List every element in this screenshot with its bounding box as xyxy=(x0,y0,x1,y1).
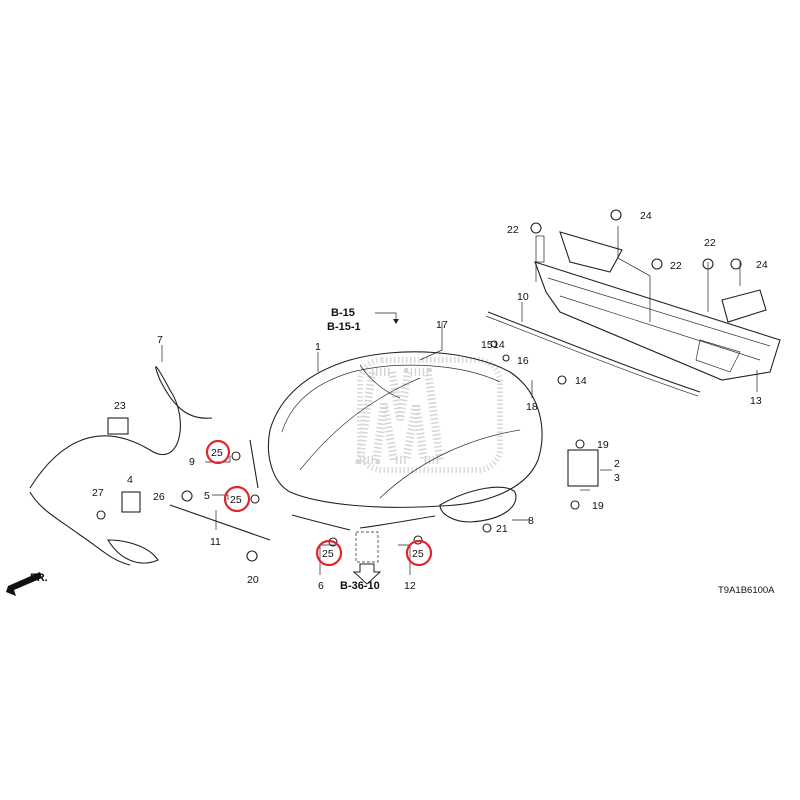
callout-13: 13 xyxy=(750,395,762,407)
callout-20: 20 xyxy=(247,574,259,586)
honda-watermark xyxy=(355,357,503,473)
callout-1: 1 xyxy=(315,341,321,353)
callout-14a: 14 xyxy=(493,339,505,351)
callout-14b: 14 xyxy=(575,375,587,387)
svg-text:25: 25 xyxy=(412,548,424,560)
support-rod-11 xyxy=(169,504,271,541)
callout-23: 23 xyxy=(114,400,126,412)
b-36-10-arrow xyxy=(352,563,382,585)
callout-8: 8 xyxy=(528,515,534,527)
hood-insulator xyxy=(439,486,517,523)
callout-6: 6 xyxy=(318,580,324,592)
callout-7: 7 xyxy=(157,334,163,346)
callout-18: 18 xyxy=(526,401,538,413)
front-label: FR. xyxy=(30,572,48,584)
highlight-25-b: 25 xyxy=(223,485,251,513)
callout-27: 27 xyxy=(92,487,104,499)
b-36-10-box xyxy=(355,531,379,563)
svg-text:25: 25 xyxy=(322,548,334,560)
svg-text:25: 25 xyxy=(230,494,242,506)
callout-10: 10 xyxy=(517,291,529,303)
diagram-code: T9A1B6100A xyxy=(718,585,775,596)
callout-24a: 24 xyxy=(640,210,652,222)
callout-22a: 22 xyxy=(507,224,519,236)
callout-22c: 22 xyxy=(704,237,716,249)
highlight-25-d: 25 xyxy=(405,539,433,567)
callout-26: 26 xyxy=(153,491,165,503)
seal-10 xyxy=(487,311,701,393)
callout-4: 4 xyxy=(127,474,133,486)
front-arrow: FR. xyxy=(6,572,48,596)
callout-19a: 19 xyxy=(597,439,609,451)
callout-2: 2 xyxy=(614,458,620,470)
svg-text:25: 25 xyxy=(211,447,223,459)
hood-panel xyxy=(267,351,543,508)
callout-21: 21 xyxy=(496,523,508,535)
leader-lines xyxy=(161,226,758,575)
hood-release-cable xyxy=(29,366,213,566)
callout-9: 9 xyxy=(189,456,195,468)
highlight-25-c: 25 xyxy=(315,539,343,567)
ref-b15: B-15 xyxy=(331,307,355,319)
ref-b15-1: B-15-1 xyxy=(327,321,361,333)
strip-9 xyxy=(249,439,259,489)
b-15-arrow xyxy=(375,312,397,322)
callout-5: 5 xyxy=(204,490,210,502)
seal-12 xyxy=(359,515,436,529)
cowl-top-cover xyxy=(534,231,781,381)
callout-19b: 19 xyxy=(592,500,604,512)
callout-22b: 22 xyxy=(670,260,682,272)
ref-b36-10: B-36-10 xyxy=(340,580,380,592)
callout-12: 12 xyxy=(404,580,416,592)
callout-15: 15 xyxy=(481,339,493,351)
fasteners xyxy=(96,209,742,562)
highlight-25-a: 25 xyxy=(205,439,231,465)
callout-16: 16 xyxy=(517,355,529,367)
callout-11: 11 xyxy=(210,536,221,548)
callout-24b: 24 xyxy=(756,259,768,271)
seal-6 xyxy=(291,514,351,531)
callout-3: 3 xyxy=(614,472,620,484)
callout-17: 17 xyxy=(436,319,448,331)
